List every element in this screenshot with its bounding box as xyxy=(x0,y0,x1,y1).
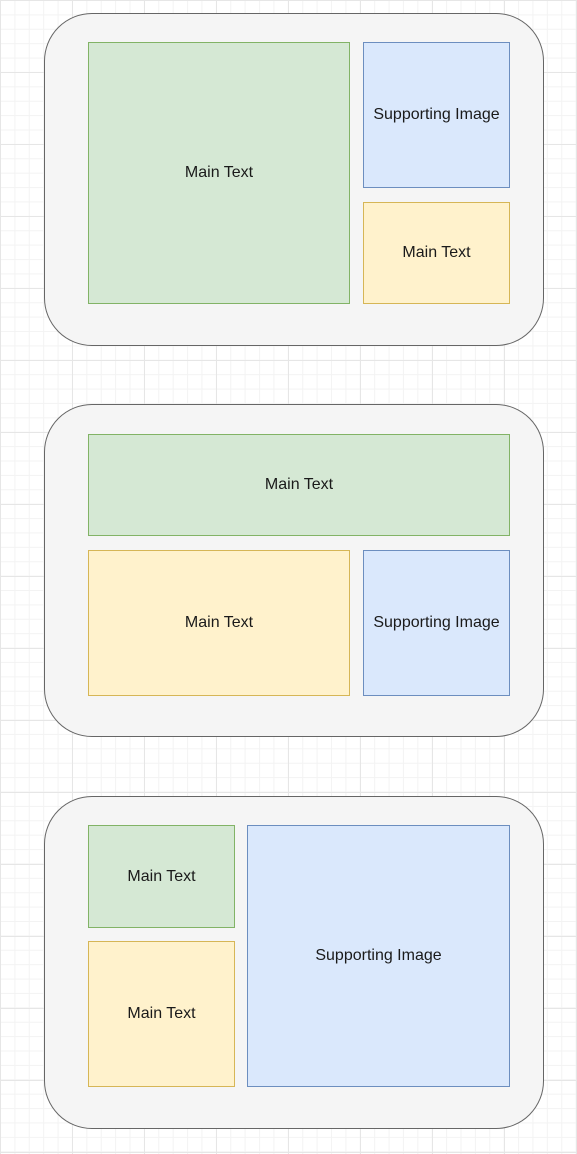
main-text-box[interactable]: Main Text xyxy=(88,941,235,1087)
box-label: Supporting Image xyxy=(373,106,500,123)
supporting-image-box[interactable]: Supporting Image xyxy=(363,550,510,696)
main-text-box[interactable]: Main Text xyxy=(363,202,510,304)
box-label: Supporting Image xyxy=(373,614,500,631)
supporting-image-box[interactable]: Supporting Image xyxy=(247,825,510,1087)
box-label: Main Text xyxy=(402,244,471,261)
box-label: Main Text xyxy=(184,164,254,181)
layout-panel-3: Main Text Main Text Supporting Image xyxy=(44,796,544,1129)
main-text-box[interactable]: Main Text xyxy=(88,434,510,536)
main-text-box[interactable]: Main Text xyxy=(88,42,350,304)
main-text-box[interactable]: Main Text xyxy=(88,825,235,928)
box-label: Main Text xyxy=(127,1005,196,1022)
box-label: Supporting Image xyxy=(315,947,442,964)
supporting-image-box[interactable]: Supporting Image xyxy=(363,42,510,188)
box-label: Main Text xyxy=(127,867,196,885)
main-text-box[interactable]: Main Text xyxy=(88,550,350,696)
layout-panel-1: Main Text Supporting Image Main Text xyxy=(44,13,544,346)
box-label: Main Text xyxy=(184,614,254,631)
box-label: Main Text xyxy=(264,476,334,493)
layout-panel-2: Main Text Main Text Supporting Image xyxy=(44,404,544,737)
